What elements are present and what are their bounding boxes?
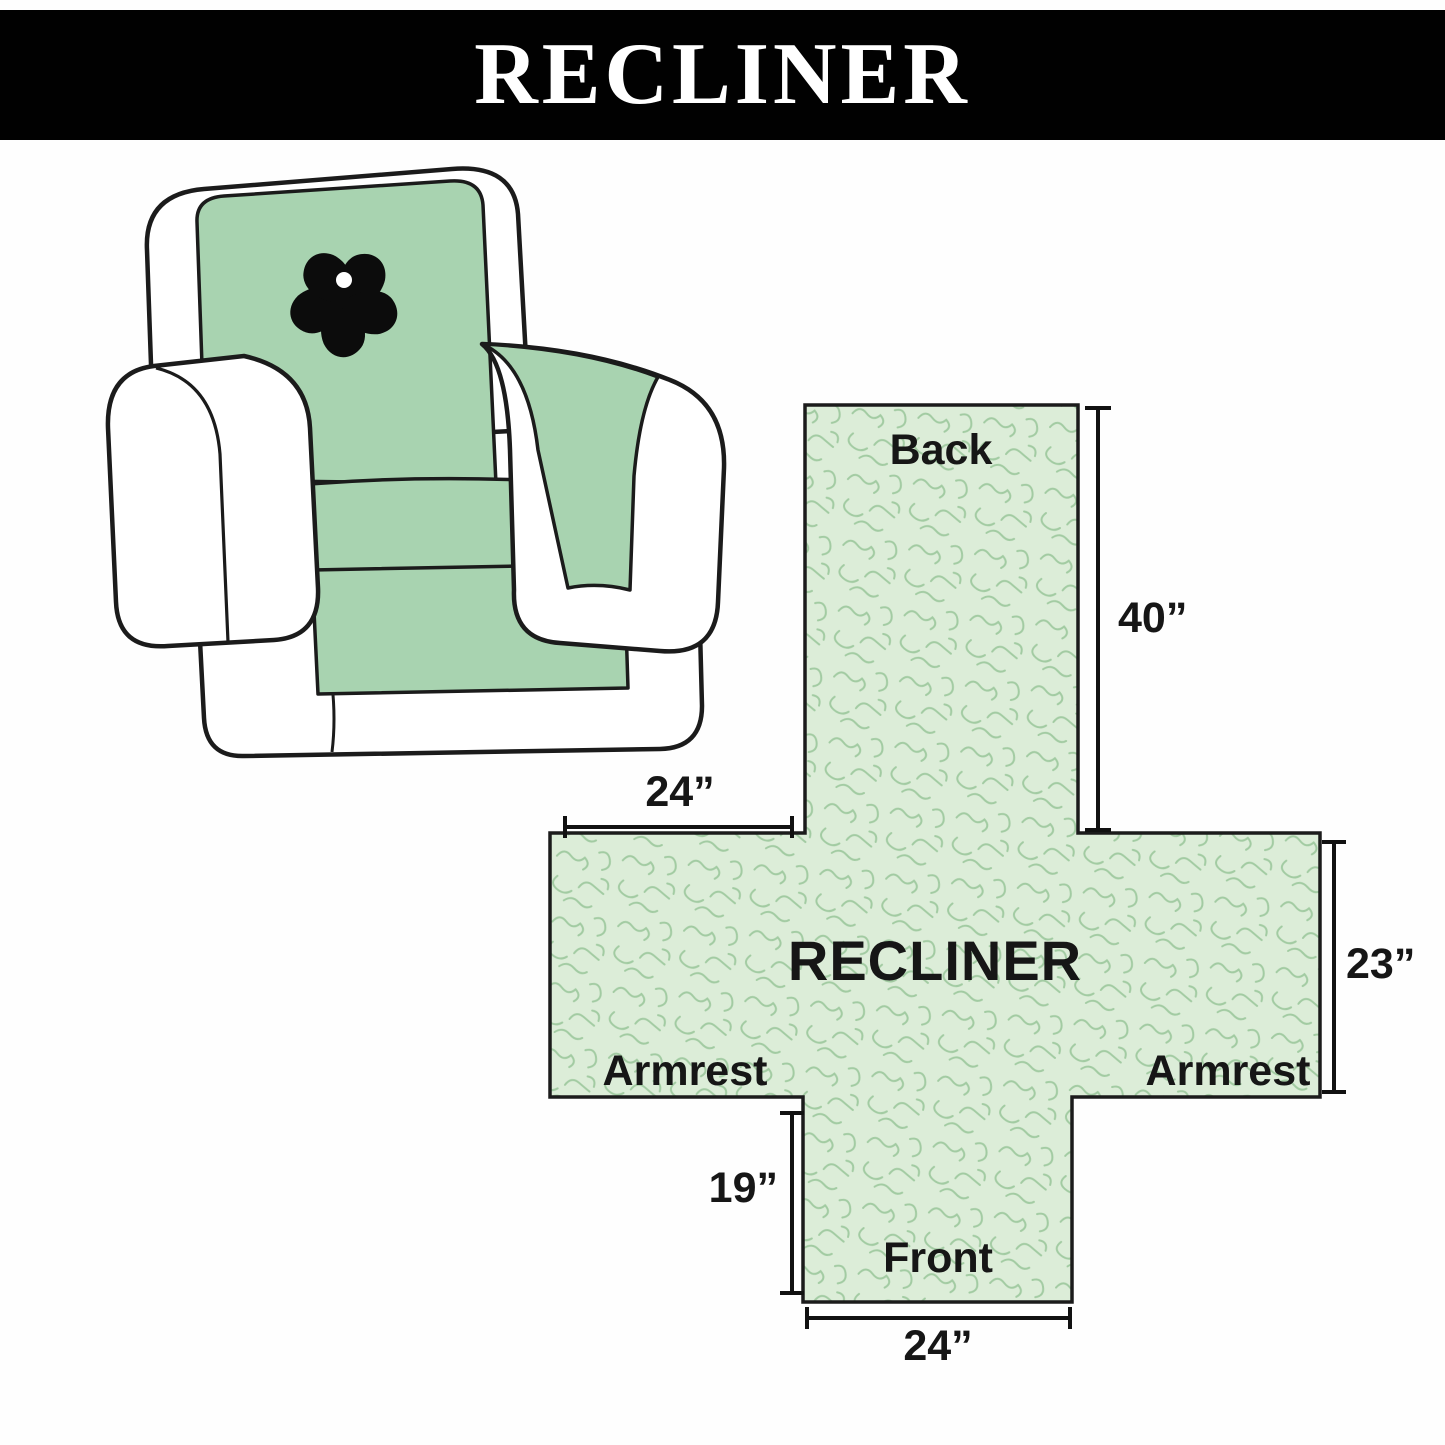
pinwheel-logo-icon — [290, 253, 398, 358]
measure-label-bottom-24: 24” — [903, 1322, 972, 1370]
measure-line-left-19 — [780, 1111, 804, 1295]
measure-label-23: 23” — [1346, 940, 1415, 988]
measure-label-19: 19” — [709, 1164, 778, 1212]
header-title: RECLINER — [474, 26, 971, 123]
measure-line-top-24 — [563, 816, 794, 838]
measure-line-right-23 — [1322, 840, 1346, 1094]
label-armrest-left: Armrest — [603, 1047, 768, 1095]
measure-line-bottom-24 — [805, 1307, 1072, 1329]
left-arm-roll-seam — [155, 366, 230, 643]
measure-label-40: 40” — [1118, 594, 1187, 642]
label-front: Front — [883, 1234, 993, 1282]
label-back: Back — [890, 426, 993, 474]
header-banner: RECLINER — [0, 10, 1445, 140]
measure-label-top-24: 24” — [645, 768, 714, 816]
recliner-chair-illustration — [105, 166, 727, 759]
cover-cross-shape — [548, 403, 1322, 1304]
right-armrest-cover — [480, 342, 660, 592]
label-armrest-right: Armrest — [1146, 1047, 1311, 1095]
measure-line-back-40 — [1085, 406, 1111, 832]
cover-layout-diagram: Back RECLINER Armrest Armrest Front 40” … — [548, 403, 1415, 1370]
label-center-recliner: RECLINER — [788, 929, 1082, 992]
left-armrest — [105, 353, 321, 649]
